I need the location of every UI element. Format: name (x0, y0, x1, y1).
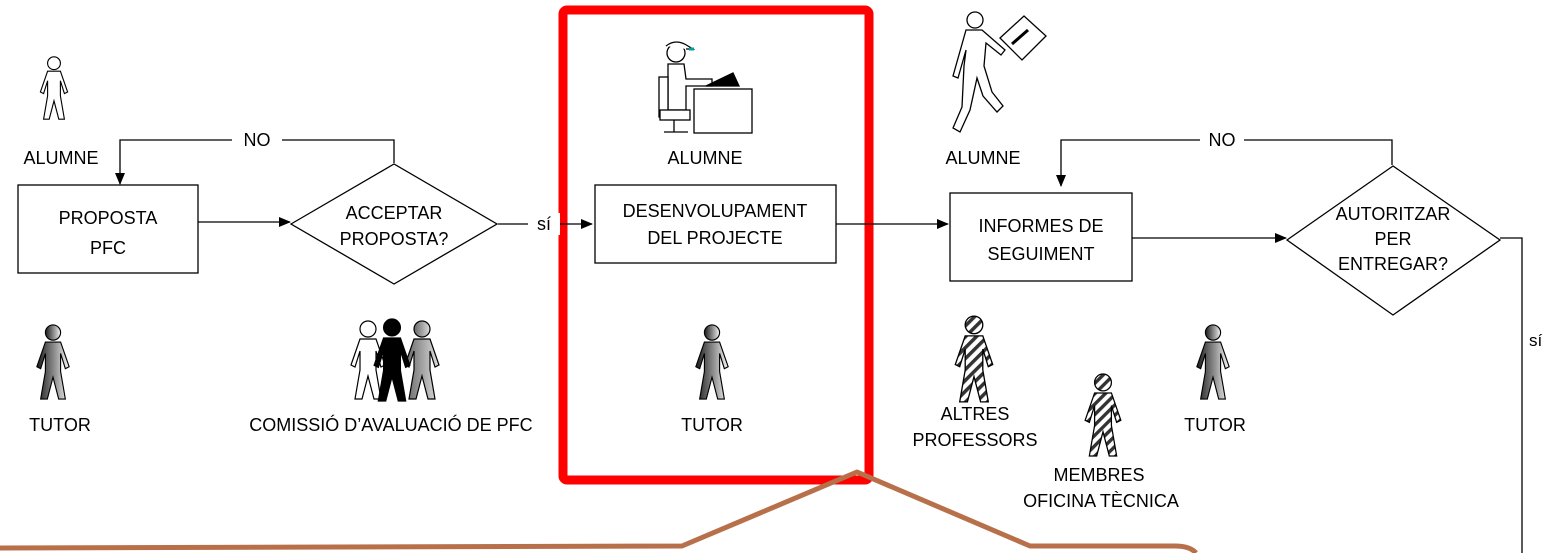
autoritzar-line-2: PER (1374, 229, 1411, 249)
proposta-line-2: PFC (90, 238, 126, 258)
alumne-label: ALUMNE (667, 148, 742, 168)
alumne-label: ALUMNE (23, 148, 98, 168)
altres-professors-label-2: PROFESSORS (912, 430, 1037, 450)
tutor-label: TUTOR (681, 415, 743, 435)
acceptar-decision (289, 163, 499, 285)
acceptar-line-2: PROPOSTA? (340, 229, 449, 249)
tutor-figure-icon (36, 324, 70, 400)
tutor-label: TUTOR (1184, 415, 1246, 435)
autoritzar-line-1: AUTORITZAR (1336, 204, 1451, 224)
acceptar-line-1: ACCEPTAR (346, 203, 443, 223)
autoritzar-decision (1285, 165, 1502, 316)
callout-shape (0, 469, 1198, 553)
edge-label-si-2: sí (1529, 331, 1543, 350)
desenvolupament-box (594, 184, 837, 264)
desenv-line-2: DEL PROJECTE (647, 228, 782, 248)
comissio-label: COMISSIÓ D’AVALUACIÓ DE PFC (249, 414, 532, 435)
autoritzar-line-3: ENTREGAR? (1338, 254, 1448, 274)
informes-line-2: SEGUIMENT (987, 244, 1094, 264)
membres-oficina-label-1: MEMBRES (1053, 465, 1144, 485)
altres-professors-label-1: ALTRES (941, 404, 1010, 424)
tutor-figure-icon (695, 324, 729, 400)
edge-label-no-1: NO (244, 130, 271, 150)
membres-oficina-label-2: OFICINA TÈCNICA (1023, 491, 1179, 511)
comissio-group-icon (350, 318, 440, 402)
alumne-desk-figure-icon (658, 41, 753, 134)
alumne-figure-icon (39, 56, 69, 120)
informes-line-1: INFORMES DE (978, 216, 1103, 236)
edge-si-exit (1500, 237, 1523, 553)
membres-oficina-figure-icon (1084, 373, 1122, 457)
edge-label-no-2: NO (1209, 130, 1236, 150)
informes-box (949, 192, 1133, 282)
tutor-label: TUTOR (29, 415, 91, 435)
tutor-figure-icon (1196, 324, 1230, 400)
proposta-line-1: PROPOSTA (59, 208, 158, 228)
alumne-label: ALUMNE (945, 148, 1020, 168)
edge-label-si-1: sí (537, 214, 551, 234)
desenv-line-1: DESENVOLUPAMENT (623, 201, 808, 221)
alumne-delivering-figure-icon (952, 11, 1047, 133)
altres-professors-figure-icon (954, 315, 994, 403)
proposta-pfc-box (17, 184, 199, 274)
highlight-frame (558, 5, 874, 485)
